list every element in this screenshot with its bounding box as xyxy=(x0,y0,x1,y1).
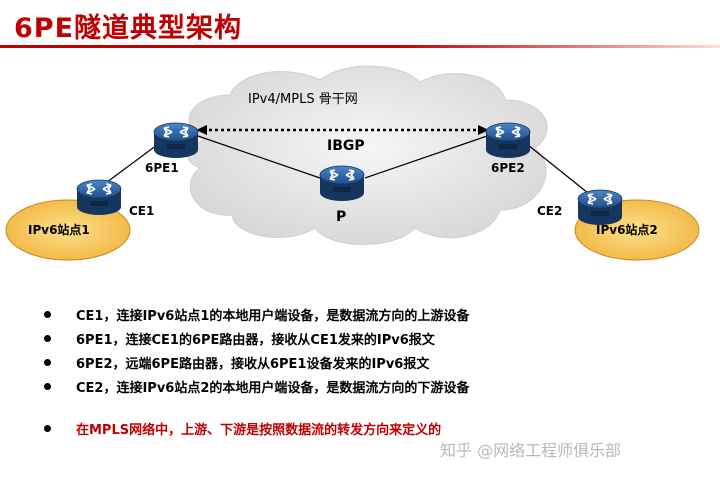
list-item-text: 6PE1，连接CE1的6PE路由器，接收从CE1发来的IPv6报文 xyxy=(76,333,435,348)
list-item: 6PE1，连接CE1的6PE路由器，接收从CE1发来的IPv6报文 xyxy=(44,329,704,353)
list-item-text: CE2，连接IPv6站点2的本地用户端设备，是数据流方向的下游设备 xyxy=(76,381,470,396)
bullet-dot-icon xyxy=(44,359,51,366)
description-list: CE1，连接IPv6站点1的本地用户端设备，是数据流方向的上游设备 6PE1，连… xyxy=(44,305,704,443)
router-6pe1-icon xyxy=(153,122,199,159)
router-ce1-label: CE1 xyxy=(129,204,155,218)
list-item-text: CE1，连接IPv6站点1的本地用户端设备，是数据流方向的上游设备 xyxy=(76,309,470,324)
list-item-text: 6PE2，远端6PE路由器，接收从6PE1设备发来的IPv6报文 xyxy=(76,357,430,372)
link-6pe2-ce2 xyxy=(527,144,589,194)
router-ce1-icon xyxy=(76,179,122,216)
link-p-6pe2 xyxy=(364,134,491,179)
ibgp-arrow-left xyxy=(196,125,207,135)
page-title: 6PE隧道典型架构 xyxy=(14,13,243,44)
ibgp-label: IBGP xyxy=(327,138,365,154)
bullet-dot-icon xyxy=(44,383,51,390)
router-ce2-label: CE2 xyxy=(537,204,563,218)
title-underline xyxy=(0,45,720,48)
link-ce1-6pe1 xyxy=(102,144,158,186)
link-6pe1-p xyxy=(194,134,321,179)
bullet-dot-icon xyxy=(44,335,51,342)
diagram-canvas xyxy=(5,65,700,261)
bullet-dot-icon xyxy=(44,425,51,432)
ibgp-arrow-right xyxy=(478,125,489,135)
router-6pe2-icon xyxy=(485,122,531,159)
backbone-cloud xyxy=(187,65,548,245)
list-item: CE1，连接IPv6站点1的本地用户端设备，是数据流方向的上游设备 xyxy=(44,305,704,329)
site1-label: IPv6站点1 xyxy=(28,223,90,237)
list-item: 6PE2，远端6PE路由器，接收从6PE1设备发来的IPv6报文 xyxy=(44,353,704,377)
router-p-icon xyxy=(319,165,365,202)
site2-label: IPv6站点2 xyxy=(596,223,658,237)
backbone-label: IPv4/MPLS 骨干网 xyxy=(248,92,358,107)
title-bar: 6PE隧道典型架构 xyxy=(0,0,720,50)
router-6pe2-label: 6PE2 xyxy=(491,161,525,175)
router-p-label: P xyxy=(336,209,347,225)
note-item: 在MPLS网络中，上游、下游是按照数据流的转发方向来定义的 xyxy=(44,419,704,443)
note-text: 在MPLS网络中，上游、下游是按照数据流的转发方向来定义的 xyxy=(76,423,442,438)
router-ce2-icon xyxy=(577,189,623,226)
watermark: 知乎 @网络工程师俱乐部 xyxy=(440,441,622,460)
bullet-dot-icon xyxy=(44,311,51,318)
router-6pe1-label: 6PE1 xyxy=(145,161,179,175)
network-diagram: IPv4/MPLS 骨干网 IBGP 6PE1 6PE2 P CE1 CE2 I… xyxy=(0,50,720,300)
list-item: CE2，连接IPv6站点2的本地用户端设备，是数据流方向的下游设备 xyxy=(44,377,704,401)
